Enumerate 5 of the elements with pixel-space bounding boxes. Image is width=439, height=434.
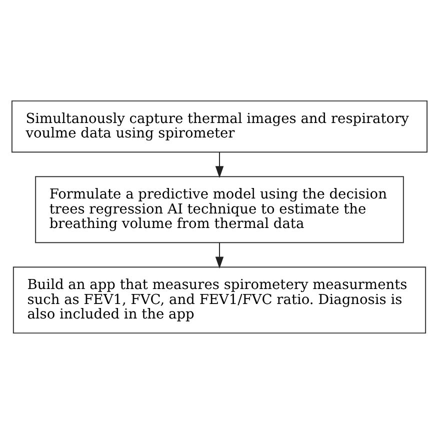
node-box: Formulate a predictive model using the decision trees regression AI technique to estimate the breathing volume from thermal data [35, 176, 404, 244]
arrow [215, 242, 224, 269]
arrow [215, 152, 224, 178]
node-box: Build an app that measures spirometery measurments such as FEV1, FVC, and FEV1/FVC ratio. Diagnosis is also included in the app [12, 266, 426, 334]
node-box: Simultanously capture thermal images and respiratory voulme data using spirometer [11, 100, 428, 153]
